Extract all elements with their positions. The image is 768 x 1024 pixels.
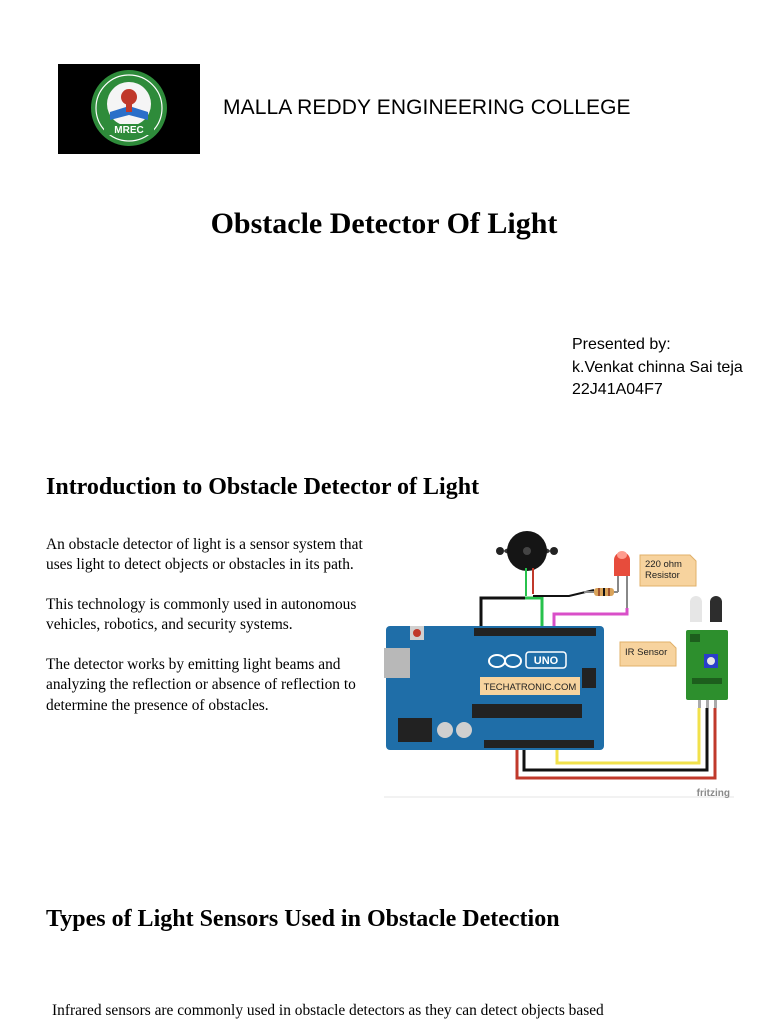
circuit-diagram-svg: 220 ohm Resistor IR Sensor bbox=[384, 531, 734, 799]
buzzer bbox=[496, 531, 558, 596]
presenter-label: Presented by: bbox=[572, 336, 671, 353]
led bbox=[614, 551, 630, 608]
resistor-label-line2: Resistor bbox=[645, 570, 680, 581]
ir-sensor-callout: IR Sensor bbox=[619, 641, 677, 667]
presenter-name: k.Venkat chinna Sai teja bbox=[572, 358, 743, 376]
resistor-callout: 220 ohm Resistor bbox=[639, 554, 697, 587]
intro-paragraph: This technology is commonly used in auto… bbox=[46, 596, 357, 634]
presenter-block: Presented by: k.Venkat chinna Sai teja 2… bbox=[572, 334, 743, 402]
college-logo-emblem: MREC bbox=[58, 64, 200, 154]
college-logo: MREC bbox=[58, 64, 200, 154]
board-model: UNO bbox=[534, 655, 559, 667]
intro-body: An obstacle detector of light is a senso… bbox=[46, 535, 381, 736]
ir-sensor bbox=[686, 596, 728, 708]
types-body: Infrared sensors are commonly used in ob… bbox=[52, 1002, 604, 1019]
fritzing-watermark: fritzing bbox=[697, 788, 730, 799]
arduino-board: UNO TECHATRONIC.COM bbox=[384, 626, 604, 750]
presenter-roll: 22J41A04F7 bbox=[572, 381, 663, 398]
ir-sensor-label: IR Sensor bbox=[625, 647, 667, 658]
circuit-diagram: 220 ohm Resistor IR Sensor bbox=[384, 518, 734, 802]
logo-text: MREC bbox=[114, 125, 143, 136]
resistor-label-line1: 220 ohm bbox=[645, 559, 682, 570]
intro-heading: Introduction to Obstacle Detector of Lig… bbox=[46, 474, 480, 500]
intro-paragraph: The detector works by emitting light bea… bbox=[46, 656, 356, 714]
resistor bbox=[584, 588, 618, 596]
types-heading: Types of Light Sensors Used in Obstacle … bbox=[46, 906, 560, 932]
college-name: MALLA REDDY ENGINEERING COLLEGE bbox=[223, 96, 631, 119]
intro-paragraph: An obstacle detector of light is a senso… bbox=[46, 536, 363, 574]
document-title: Obstacle Detector Of Light bbox=[210, 207, 558, 240]
board-label: TECHATRONIC.COM bbox=[484, 682, 577, 693]
